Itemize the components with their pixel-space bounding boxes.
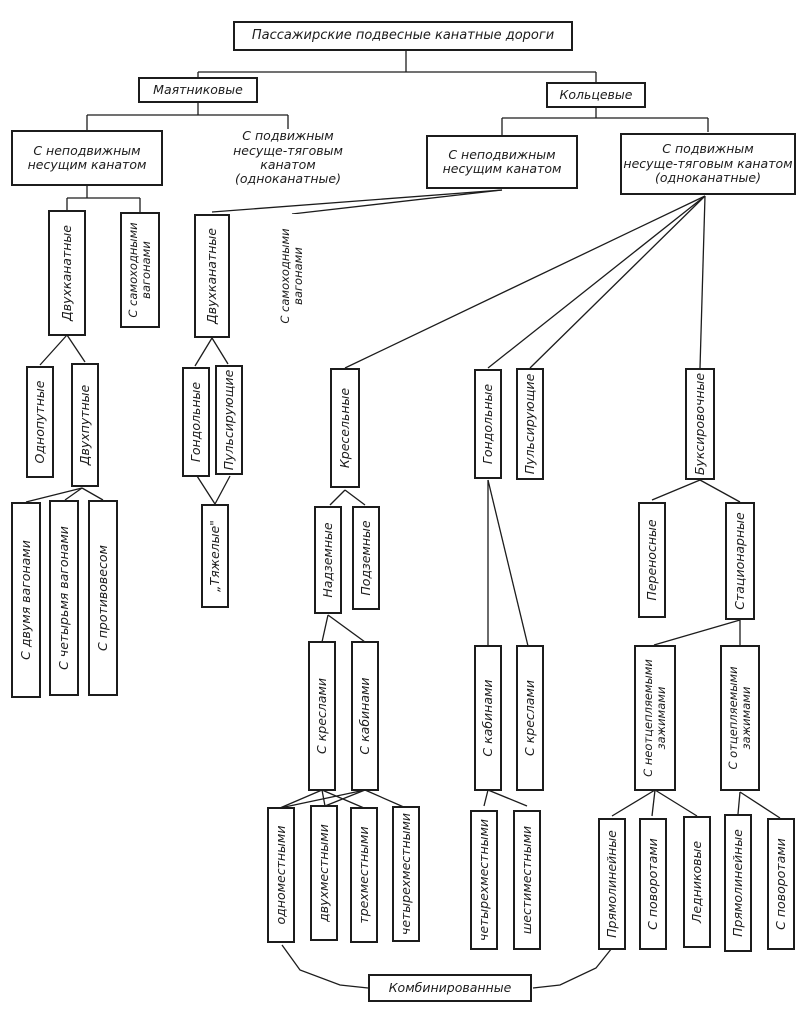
node-pend-fixed-label: С неподвижным несущим канатом [27, 142, 147, 172]
node-two-seat: двухместными [310, 805, 338, 941]
node-gondola-a: Гондольные [182, 367, 210, 477]
node-gondola-a-label: Гондольные [187, 381, 203, 463]
node-combined: Комбинированные [368, 974, 532, 1002]
node-turns-b-label: С поворотами [772, 838, 788, 930]
node-three-seat: трехместными [350, 807, 378, 943]
node-six-seat: шестиместными [513, 810, 541, 950]
node-circular: Кольцевые [546, 82, 646, 108]
node-with-chairs-a-label: С креслами [313, 678, 329, 754]
node-chair-label: Кресельные [336, 387, 352, 469]
node-with-chairs-b-label: С креслами [521, 680, 537, 756]
node-turns-a-label: С поворотами [644, 838, 660, 930]
node-doubletrack: Двухпутные [71, 363, 99, 487]
node-single-seat: одноместными [267, 807, 295, 943]
node-counterweight-label: С противовесом [94, 545, 110, 651]
node-six-seat-label: шестиместными [518, 825, 534, 935]
node-pend-selfprop-label: С самоходными вагонами [125, 222, 153, 318]
node-circ-fixed-label: С неподвижным несущим канатом [442, 146, 562, 176]
node-singletrack-label: Однопутные [31, 380, 47, 464]
node-pend-fixed: С неподвижным несущим канатом [11, 130, 163, 186]
node-glacier-label: Ледниковые [688, 840, 704, 924]
node-four-cars-label: С четырьмя вагонами [55, 526, 71, 670]
node-turns-a: С поворотами [639, 818, 667, 950]
node-circ-moving: С подвижным несуще-тяговым канатом (одно… [620, 133, 796, 195]
node-straight-a: Прямолинейные [598, 818, 626, 950]
node-circ-moving-label: С подвижным несуще-тяговым канатом (одно… [623, 141, 793, 186]
node-pulsing-b-label: Пульсирующие [521, 373, 537, 475]
node-towing-label: Буксировочные [691, 372, 707, 476]
node-gondola-b-label: Гондольные [479, 383, 495, 465]
node-two-seat-label: двухместными [315, 824, 331, 922]
node-gondola-b: Гондольные [474, 369, 502, 479]
node-root-label: Пассажирские подвесные канатные дороги [251, 27, 555, 43]
node-portable-label: Переносные [643, 519, 659, 601]
node-circular-label: Кольцевые [559, 86, 633, 102]
node-with-cabins-a-label: С кабинами [356, 677, 372, 755]
node-counterweight: С противовесом [88, 500, 118, 696]
node-non-detachable-label: С неотцепляемыми зажимами [640, 659, 668, 777]
node-detachable-label: С отцепляемыми зажимами [725, 666, 753, 770]
node-circ-selfprop-label: С самоходными вагонами [277, 228, 305, 324]
node-aboveground: Надземные [314, 506, 342, 614]
node-pulsing-a-label: Пульсирующие [220, 369, 236, 471]
node-pendulum: Маятниковые [138, 77, 258, 103]
node-four-seat-a: четырехместными [392, 806, 420, 942]
node-with-chairs-a: С креслами [308, 641, 336, 791]
node-with-cabins-b-label: С кабинами [479, 679, 495, 757]
node-portable: Переносные [638, 502, 666, 618]
node-circ-twocable: Двухканатные [194, 214, 230, 338]
node-doubletrack-label: Двухпутные [76, 384, 92, 466]
node-circ-twocable-label: Двухканатные [203, 228, 219, 324]
node-underground: Подземные [352, 506, 380, 610]
node-singletrack: Однопутные [26, 366, 54, 478]
node-detachable: С отцепляемыми зажимами [720, 645, 760, 791]
node-straight-b: Прямолинейные [724, 814, 752, 952]
node-pend-twocable: Двухканатные [48, 210, 86, 336]
node-four-cars: С четырьмя вагонами [49, 500, 79, 696]
node-pend-moving-label: С подвижным несуще-тяговым канатом (одно… [233, 128, 343, 187]
node-three-seat-label: трехместными [355, 826, 371, 924]
node-straight-b-label: Прямолинейные [729, 829, 745, 937]
node-two-cars-label: С двумя вагонами [17, 540, 33, 660]
node-single-seat-label: одноместными [272, 825, 288, 925]
node-with-cabins-a: С кабинами [351, 641, 379, 791]
node-heavy-label: „Тяжелые" [206, 520, 222, 592]
node-four-seat-b-label: четырехместными [475, 818, 491, 942]
node-aboveground-label: Надземные [319, 522, 335, 598]
node-with-chairs-b: С креслами [516, 645, 544, 791]
node-circ-fixed: С неподвижным несущим канатом [426, 135, 578, 189]
node-pulsing-b: Пульсирующие [516, 368, 544, 480]
node-stationary: Стационарные [725, 502, 755, 620]
node-chair: Кресельные [330, 368, 360, 488]
node-stationary-label: Стационарные [731, 512, 747, 610]
node-turns-b: С поворотами [767, 818, 795, 950]
node-pend-twocable-label: Двухканатные [58, 225, 74, 321]
node-combined-label: Комбинированные [388, 979, 512, 995]
node-heavy: „Тяжелые" [201, 504, 229, 608]
node-non-detachable: С неотцепляемыми зажимами [634, 645, 676, 791]
node-underground-label: Подземные [357, 520, 373, 596]
node-straight-a-label: Прямолинейные [603, 830, 619, 938]
node-pend-selfprop: С самоходными вагонами [120, 212, 160, 328]
node-glacier: Ледниковые [683, 816, 711, 948]
node-with-cabins-b: С кабинами [474, 645, 502, 791]
node-towing: Буксировочные [685, 368, 715, 480]
node-two-cars: С двумя вагонами [11, 502, 41, 698]
node-four-seat-a-label: четырехместными [397, 812, 413, 936]
node-circ-selfprop: С самоходными вагонами [270, 214, 314, 338]
node-root: Пассажирские подвесные канатные дороги [233, 21, 573, 51]
node-four-seat-b: четырехместными [470, 810, 498, 950]
node-pulsing-a: Пульсирующие [215, 365, 243, 475]
node-pendulum-label: Маятниковые [153, 81, 243, 97]
node-pend-moving: С подвижным несуще-тяговым канатом (одно… [204, 129, 372, 187]
